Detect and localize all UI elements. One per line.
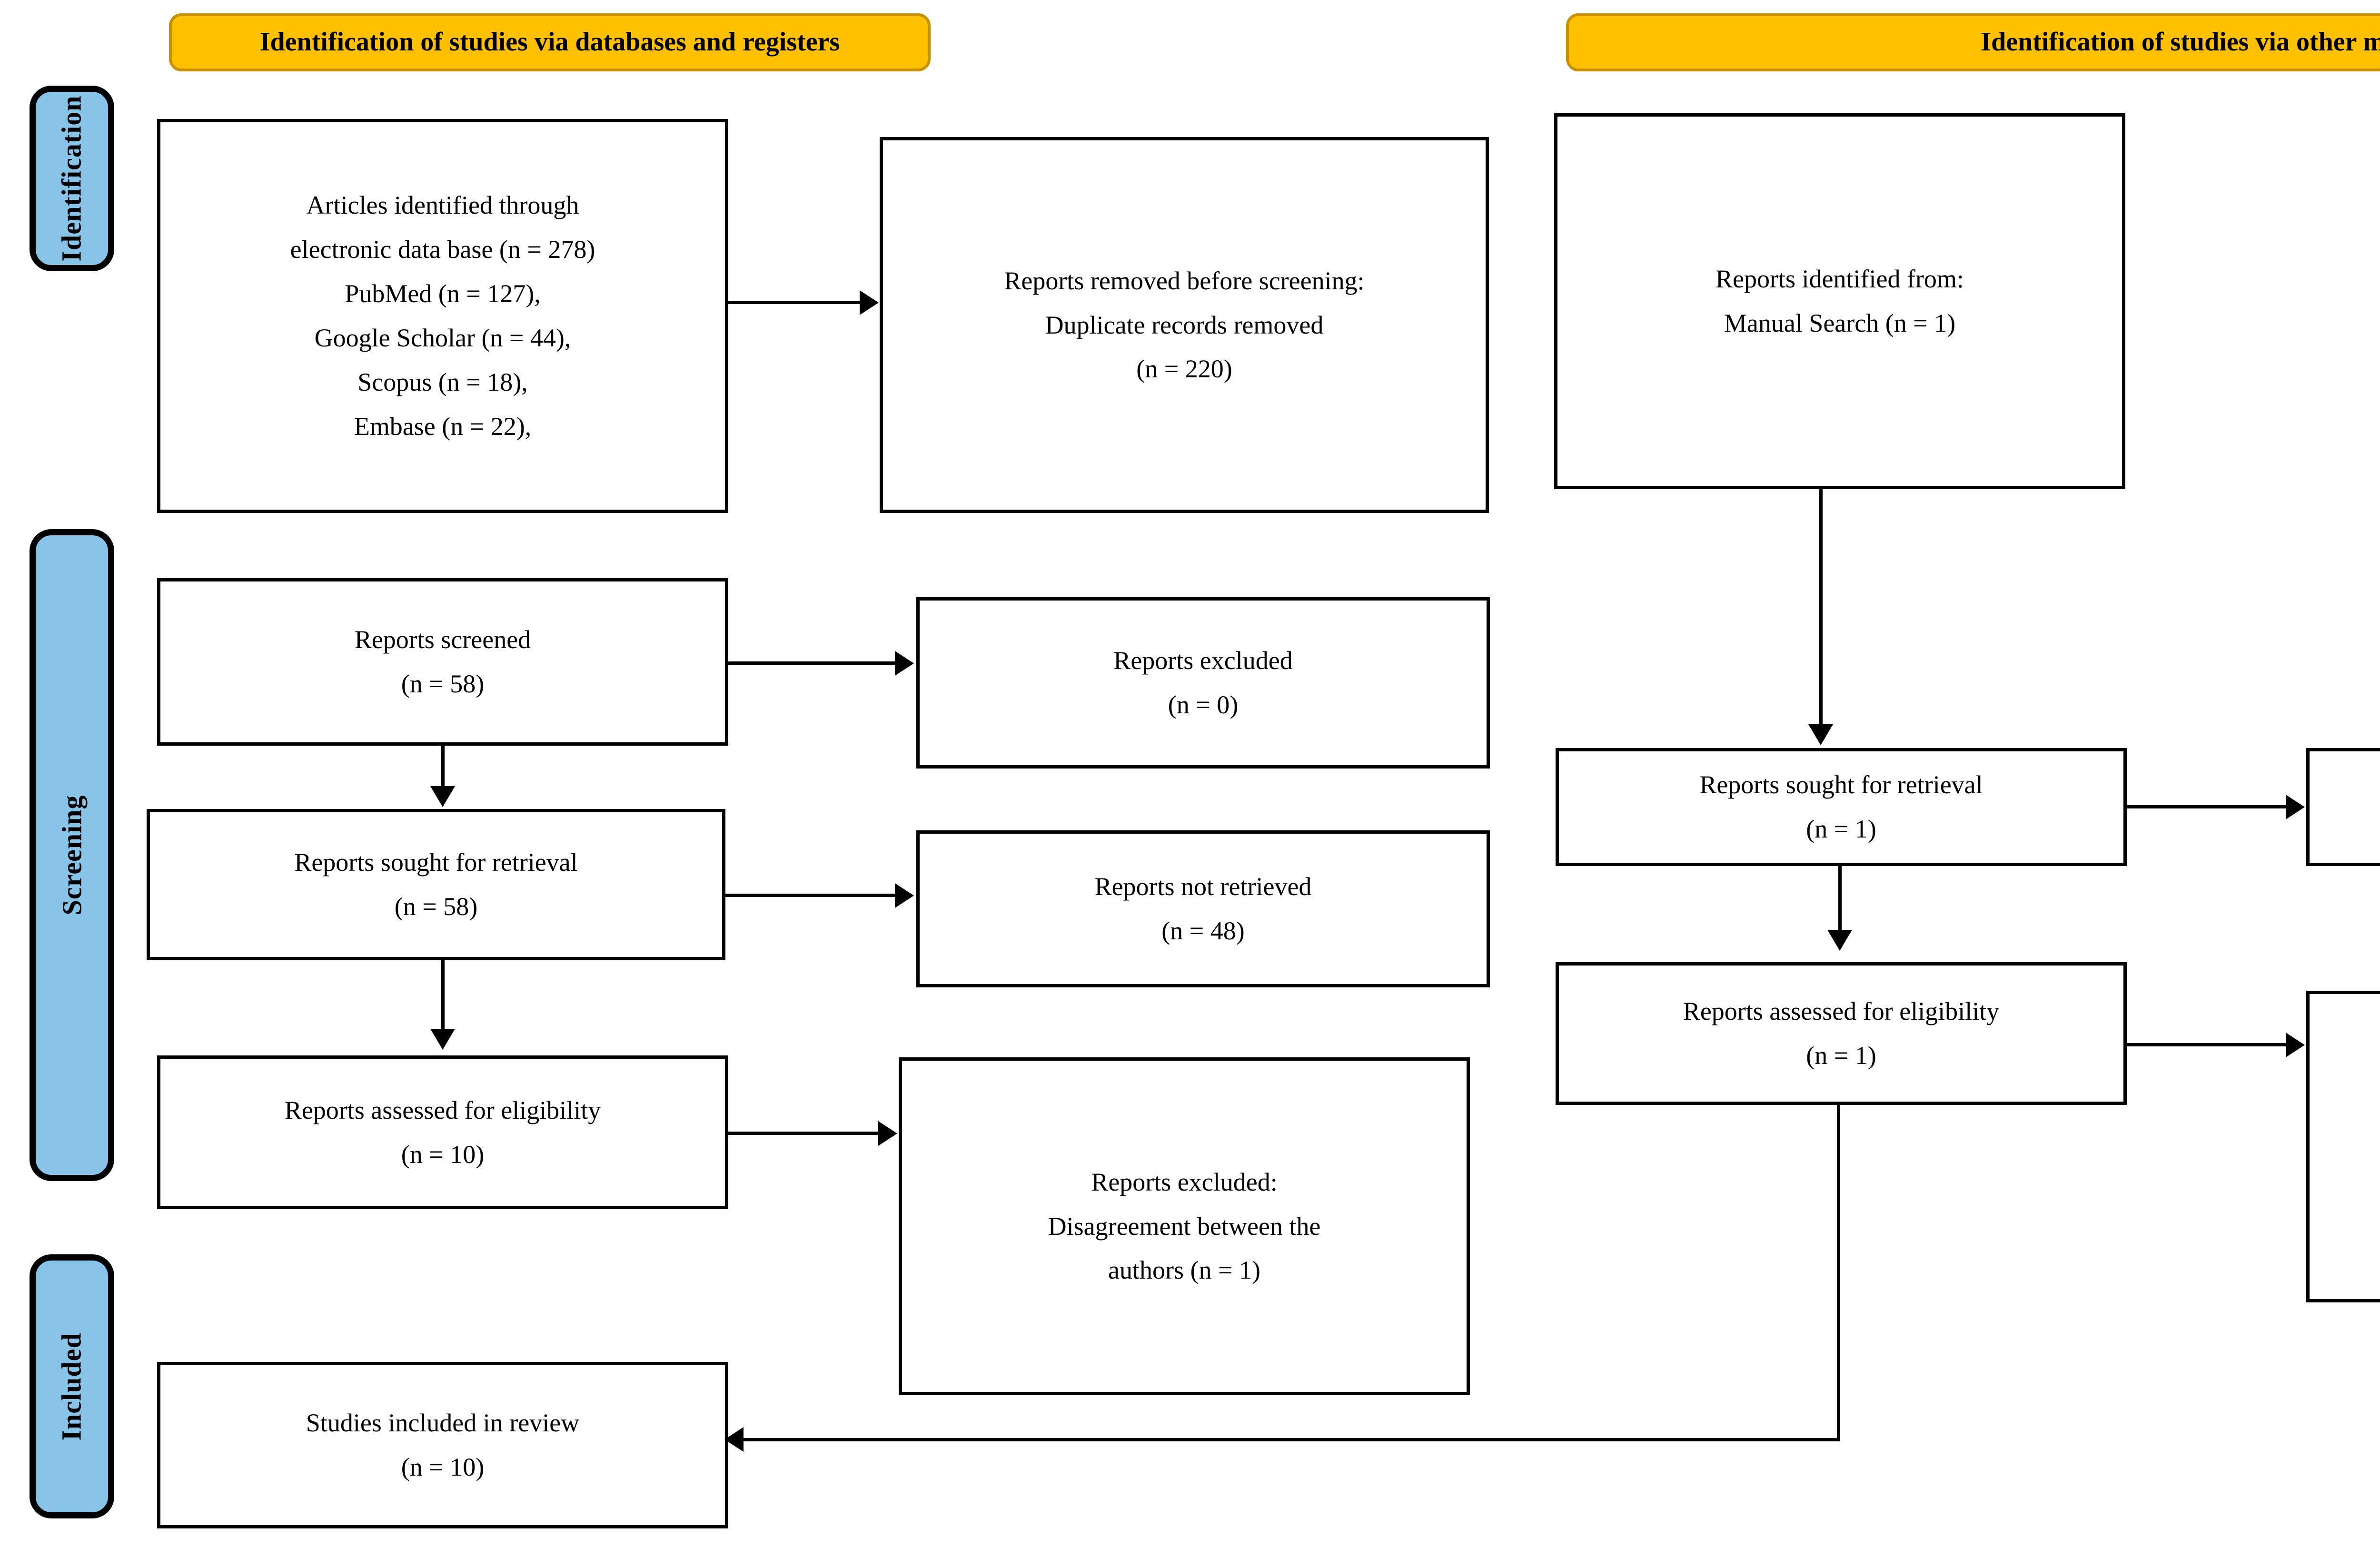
connector-assessed-to-excluded-left: [728, 1132, 880, 1135]
banner-databases-registers-label: Identification of studies via databases …: [259, 27, 840, 57]
connector-right-to-included-vertical: [1837, 1104, 1840, 1441]
box-identified-other-line-2: Manual Search (n = 1): [1724, 309, 1956, 337]
phase-pill-identification: Identification: [30, 86, 114, 271]
arrowhead-assessed-to-excluded-right: [2286, 1033, 2305, 1057]
arrowhead-screened-to-sought: [430, 786, 455, 807]
arrowhead-identified-to-removed: [860, 290, 879, 315]
banner-other-methods-label: Identification of studies via other meth…: [1981, 27, 2380, 57]
arrowhead-assessed-to-excluded-left: [878, 1121, 897, 1146]
arrowhead-sought-to-notretrieved: [895, 883, 914, 908]
box-assessed-eligibility-left-line-1: Reports assessed for eligibility: [284, 1095, 601, 1124]
box-identified-databases-line-3: PubMed (n = 127),: [345, 279, 541, 308]
box-sought-retrieval-right-line-2: (n = 1): [1806, 815, 1876, 843]
box-sought-retrieval-left-line-2: (n = 58): [394, 892, 478, 921]
box-sought-retrieval-left: Reports sought for retrieval (n = 58): [147, 809, 725, 960]
box-reports-screened: Reports screened (n = 58): [157, 578, 728, 746]
connector-assessed-to-excluded-right: [2126, 1043, 2287, 1046]
box-not-retrieved-left-line-2: (n = 48): [1161, 916, 1245, 945]
connector-right-to-included-horizontal: [743, 1438, 1840, 1441]
arrowhead-right-to-included: [724, 1427, 744, 1452]
box-reports-excluded-screening-line-2: (n = 0): [1168, 690, 1239, 719]
connector-identified-to-removed: [728, 301, 861, 304]
arrowhead-screened-to-excluded: [895, 651, 914, 676]
box-not-retrieved-left-line-1: Reports not retrieved: [1094, 872, 1312, 901]
box-removed-before-screening: Reports removed before screening: Duplic…: [880, 137, 1489, 513]
box-sought-retrieval-right: Reports sought for retrieval (n = 1): [1556, 748, 2127, 866]
box-identified-other: Reports identified from: Manual Search (…: [1554, 113, 2125, 489]
arrowhead-other-to-sought-right: [1808, 724, 1833, 745]
phase-included-label: Included: [56, 1332, 88, 1441]
connector-sought-to-assessed-right: [1838, 865, 1842, 932]
box-assessed-eligibility-right-line-2: (n = 1): [1806, 1041, 1876, 1070]
box-excluded-eligibility-right: Reports excluded: (n = 0): [2306, 991, 2380, 1302]
connector-sought-to-notretrieved: [725, 894, 896, 897]
box-sought-retrieval-left-line-1: Reports sought for retrieval: [294, 848, 578, 877]
arrowhead-sought-to-notretrieved-right: [2286, 795, 2305, 819]
box-excluded-eligibility-left-line-2: Disagreement between the: [1048, 1212, 1321, 1241]
connector-other-to-sought-right: [1819, 488, 1823, 726]
banner-databases-registers: Identification of studies via databases …: [169, 13, 931, 71]
box-studies-included-line-2: (n = 10): [401, 1453, 485, 1481]
box-removed-before-screening-line-2: Duplicate records removed: [1045, 310, 1324, 339]
box-excluded-eligibility-left-line-1: Reports excluded:: [1091, 1167, 1278, 1196]
box-identified-databases-line-6: Embase (n = 22),: [354, 412, 532, 441]
phase-pill-screening: Screening: [30, 529, 114, 1181]
box-studies-included: Studies included in review (n = 10): [157, 1362, 728, 1528]
box-assessed-eligibility-left-line-2: (n = 10): [401, 1140, 485, 1169]
box-identified-databases-line-1: Articles identified through: [306, 191, 579, 220]
box-identified-databases: Articles identified through electronic d…: [157, 119, 728, 513]
box-assessed-eligibility-right-line-1: Reports assessed for eligibility: [1683, 997, 2000, 1026]
box-identified-databases-line-5: Scopus (n = 18),: [357, 367, 528, 396]
box-excluded-eligibility-left-line-3: authors (n = 1): [1108, 1256, 1260, 1285]
connector-sought-to-assessed: [441, 959, 445, 1031]
connector-screened-to-excluded: [728, 661, 896, 665]
banner-other-methods: Identification of studies via other meth…: [1566, 13, 2380, 71]
box-reports-screened-line-2: (n = 58): [401, 670, 485, 698]
box-reports-screened-line-1: Reports screened: [354, 625, 531, 654]
box-not-retrieved-right: Reports not retrieved (n = 0): [2306, 748, 2380, 866]
box-assessed-eligibility-right: Reports assessed for eligibility (n = 1): [1556, 962, 2127, 1105]
box-assessed-eligibility-left: Reports assessed for eligibility (n = 10…: [157, 1055, 728, 1209]
box-sought-retrieval-right-line-1: Reports sought for retrieval: [1699, 770, 1983, 799]
phase-identification-label: Identification: [56, 95, 87, 262]
box-identified-databases-line-2: electronic data base (n = 278): [290, 235, 595, 264]
box-removed-before-screening-line-3: (n = 220): [1136, 355, 1232, 384]
connector-screened-to-sought: [441, 745, 445, 788]
box-removed-before-screening-line-1: Reports removed before screening:: [1004, 266, 1365, 295]
connector-sought-to-notretrieved-right: [2126, 805, 2287, 808]
phase-screening-label: Screening: [56, 795, 87, 916]
box-reports-excluded-screening-line-1: Reports excluded: [1113, 646, 1293, 675]
box-identified-databases-line-4: Google Scholar (n = 44),: [314, 324, 571, 352]
box-studies-included-line-1: Studies included in review: [306, 1409, 580, 1438]
phase-pill-included: Included: [30, 1254, 114, 1518]
box-not-retrieved-left: Reports not retrieved (n = 48): [916, 830, 1490, 987]
arrowhead-sought-to-assessed-right: [1827, 930, 1852, 951]
arrowhead-sought-to-assessed: [430, 1029, 455, 1050]
box-reports-excluded-screening: Reports excluded (n = 0): [916, 597, 1490, 769]
box-excluded-eligibility-left: Reports excluded: Disagreement between t…: [899, 1057, 1470, 1395]
box-identified-other-line-1: Reports identified from:: [1716, 265, 1964, 294]
